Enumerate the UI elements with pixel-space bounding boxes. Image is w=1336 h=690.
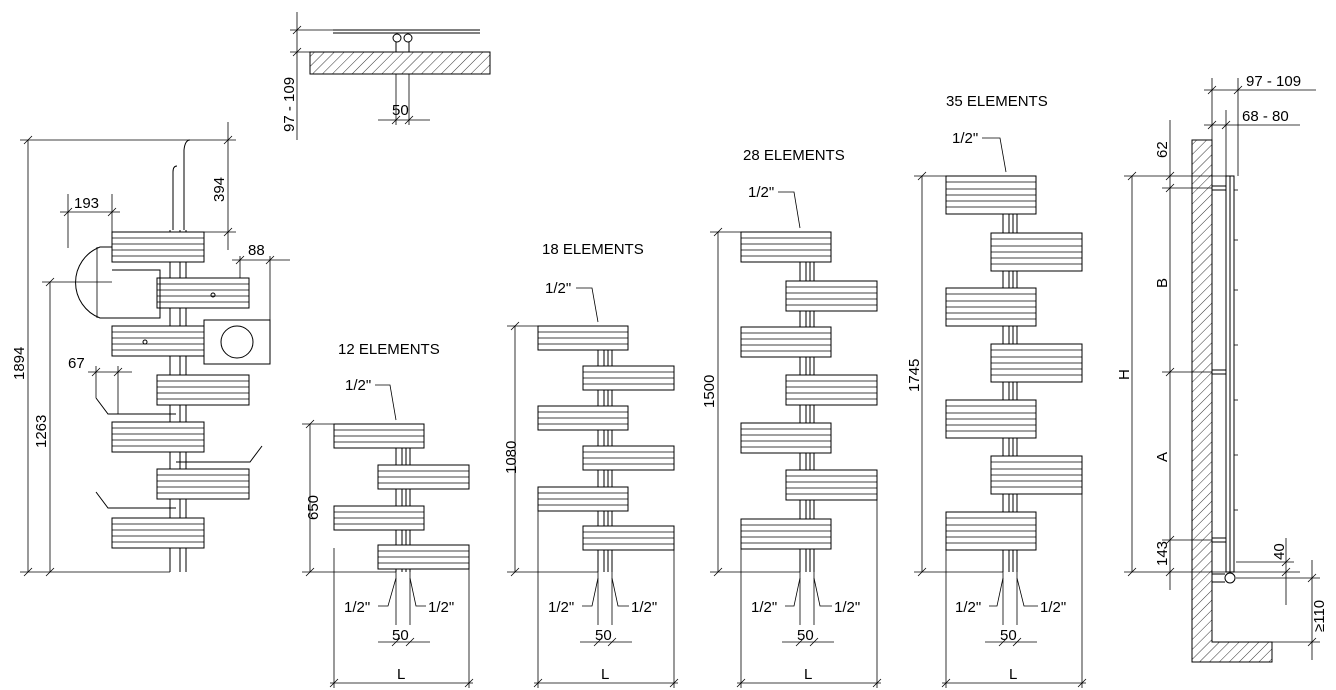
spacing-50-28: 50	[797, 627, 814, 644]
dim-67-label: 67	[68, 355, 85, 372]
half-inch-left-28: 1/2"	[751, 599, 777, 616]
radiator-35-elements: 35 ELEMENTS 1/2" 1745 1/2" 1/2"	[906, 93, 1087, 688]
dim-394-label: 394	[211, 177, 228, 202]
title-35-elements: 35 ELEMENTS	[946, 93, 1048, 110]
dim-110-label: ≥110	[1311, 600, 1328, 632]
dim-1894-label: 1894	[11, 347, 28, 380]
half-inch-left-35: 1/2"	[955, 599, 981, 616]
height-1745-label: 1745	[906, 359, 923, 392]
half-inch-left-18: 1/2"	[548, 599, 574, 616]
dim-1263-label: 1263	[33, 415, 50, 448]
half-inch-right-35: 1/2"	[1040, 599, 1066, 616]
title-28-elements: 28 ELEMENTS	[743, 147, 845, 164]
half-inch-right-12: 1/2"	[428, 599, 454, 616]
half-inch-right-18: 1/2"	[631, 599, 657, 616]
spacing-50-12: 50	[392, 627, 409, 644]
radiator-12-elements: 12 ELEMENTS 1/2" 650 1/2" 1/2" 50	[302, 341, 474, 688]
title-18-elements: 18 ELEMENTS	[542, 241, 644, 258]
dim-62-label: 62	[1154, 141, 1171, 158]
dim-193-label: 193	[74, 195, 99, 212]
side-depth-1-label: 97 - 109	[1246, 73, 1301, 90]
half-inch-top-35: 1/2"	[952, 130, 978, 147]
top-view: 97 - 109 50	[281, 12, 491, 140]
radiator-18-elements: 18 ELEMENTS 1/2" 1080 1/2" 1/2" 50	[503, 241, 679, 688]
half-inch-top-12: 1/2"	[345, 377, 371, 394]
width-L-28: L	[804, 666, 812, 683]
side-depth-2-label: 68 - 80	[1242, 108, 1289, 125]
spacing-50-35: 50	[1000, 627, 1017, 644]
half-inch-left-12: 1/2"	[344, 599, 370, 616]
width-L-12: L	[397, 666, 405, 683]
dim-A-label: A	[1154, 452, 1171, 462]
half-inch-top-28: 1/2"	[748, 184, 774, 201]
top-pipes-label: 50	[392, 102, 409, 119]
rotating-radiator-view: 1894 1263 394 193 88 67	[11, 122, 290, 577]
dim-40-label: 40	[1271, 543, 1288, 560]
width-L-18: L	[601, 666, 609, 683]
dim-B-label: B	[1154, 278, 1171, 288]
height-1080-label: 1080	[503, 441, 520, 474]
height-650-label: 650	[305, 495, 322, 520]
radiator-28-elements: 28 ELEMENTS 1/2" 1500 1/2" 1/2"	[701, 147, 882, 688]
dim-88-label: 88	[248, 242, 265, 259]
side-view: H 62 B A 143 97 - 109 68 - 80 40	[1116, 73, 1328, 663]
top-depth-label: 97 - 109	[281, 77, 298, 132]
title-12-elements: 12 ELEMENTS	[338, 341, 440, 358]
dim-H-label: H	[1116, 369, 1133, 380]
spacing-50-18: 50	[595, 627, 612, 644]
half-inch-top-18: 1/2"	[545, 280, 571, 297]
height-1500-label: 1500	[701, 375, 718, 408]
half-inch-right-28: 1/2"	[834, 599, 860, 616]
width-L-35: L	[1009, 666, 1017, 683]
dim-143-label: 143	[1154, 541, 1171, 566]
